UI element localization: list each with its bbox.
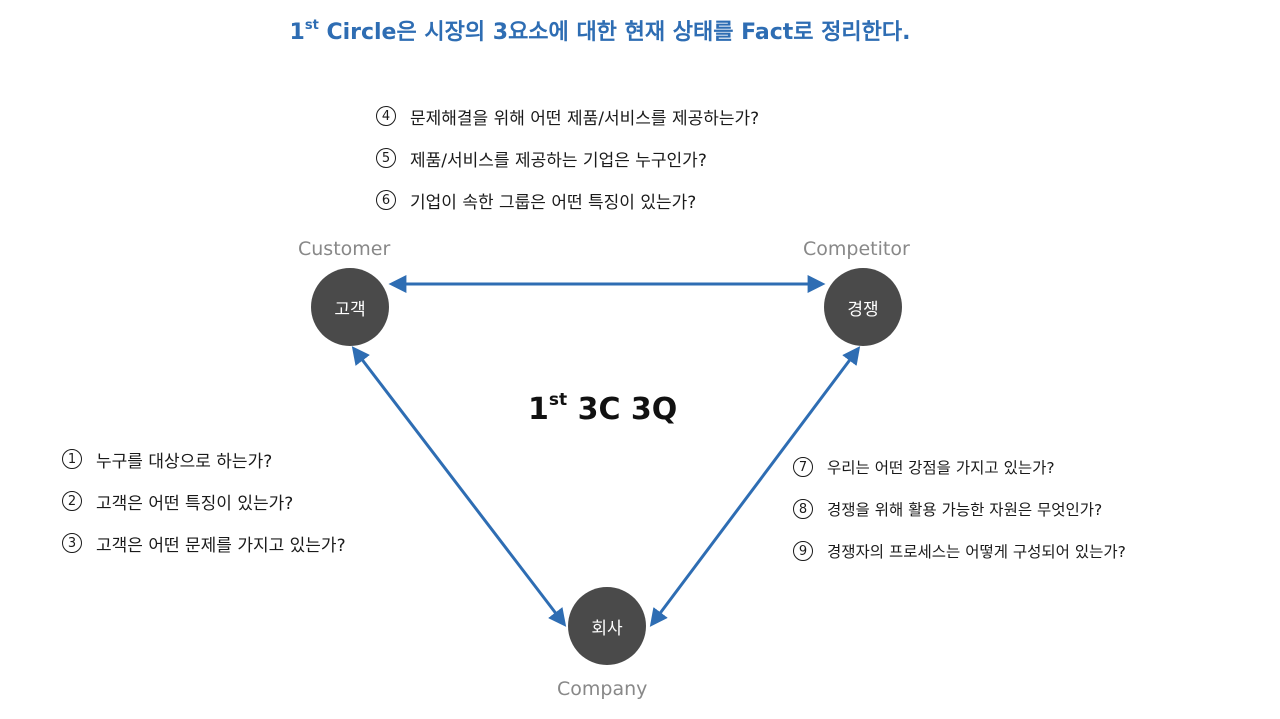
question-text: 경쟁자의 프로세스는 어떻게 구성되어 있는가? bbox=[827, 543, 1126, 561]
question-number: 1 bbox=[62, 449, 82, 469]
competitor-question-list: 4 문제해결을 위해 어떤 제품/서비스를 제공하는가? 5 제품/서비스를 제공하… bbox=[376, 95, 759, 221]
question-item: 2 고객은 어떤 특징이 있는가? bbox=[62, 480, 346, 522]
competitor-company-arrow bbox=[649, 346, 861, 627]
customer-node: 고객 bbox=[311, 268, 389, 346]
company-node-label: 회사 bbox=[591, 618, 623, 639]
page-title: 1st Circle은 시장의 3요소에 대한 현재 상태를 Fact로 정리한… bbox=[0, 14, 1200, 46]
question-text: 기업이 속한 그룹은 어떤 특징이 있는가? bbox=[410, 192, 697, 213]
center-num: 1 bbox=[528, 392, 549, 427]
title-num: 1 bbox=[289, 20, 305, 45]
question-text: 문제해결을 위해 어떤 제품/서비스를 제공하는가? bbox=[410, 108, 760, 129]
competitor-node: 경쟁 bbox=[824, 268, 902, 346]
question-number: 3 bbox=[62, 533, 82, 553]
customer-node-label: 고객 bbox=[334, 299, 366, 320]
center-text: 3C 3Q bbox=[567, 392, 678, 427]
question-number: 4 bbox=[376, 106, 396, 126]
title-text: Circle은 시장의 3요소에 대한 현재 상태를 Fact로 정리한다. bbox=[318, 20, 911, 45]
customer-question-list: 1 누구를 대상으로 하는가? 2 고객은 어떤 특징이 있는가? 3 고객은 어떤 … bbox=[62, 438, 346, 564]
question-text: 경쟁을 위해 활용 가능한 자원은 무엇인가? bbox=[827, 501, 1103, 519]
question-text: 우리는 어떤 강점을 가지고 있는가? bbox=[827, 459, 1055, 477]
customer-en-label: Customer bbox=[298, 238, 391, 260]
question-item: 6 기업이 속한 그룹은 어떤 특징이 있는가? bbox=[376, 179, 759, 221]
question-text: 제품/서비스를 제공하는 기업은 누구인가? bbox=[410, 150, 707, 171]
company-en-label: Company bbox=[557, 678, 648, 700]
question-number: 2 bbox=[62, 491, 82, 511]
center-sup: st bbox=[548, 390, 568, 410]
title-sup: st bbox=[304, 17, 319, 33]
question-text: 고객은 어떤 특징이 있는가? bbox=[96, 493, 294, 514]
question-item: 4 문제해결을 위해 어떤 제품/서비스를 제공하는가? bbox=[376, 95, 759, 137]
competitor-node-label: 경쟁 bbox=[847, 299, 879, 320]
center-title: 1st 3C 3Q bbox=[528, 390, 678, 427]
question-item: 3 고객은 어떤 문제를 가지고 있는가? bbox=[62, 522, 346, 564]
company-node: 회사 bbox=[568, 587, 646, 665]
question-number: 5 bbox=[376, 148, 396, 168]
question-text: 고객은 어떤 문제를 가지고 있는가? bbox=[96, 535, 346, 556]
customer-company-arrow bbox=[351, 346, 567, 627]
question-number: 6 bbox=[376, 190, 396, 210]
competitor-en-label: Competitor bbox=[803, 238, 910, 260]
question-item: 1 누구를 대상으로 하는가? bbox=[62, 438, 346, 480]
question-text: 누구를 대상으로 하는가? bbox=[96, 451, 273, 472]
question-item: 5 제품/서비스를 제공하는 기업은 누구인가? bbox=[376, 137, 759, 179]
